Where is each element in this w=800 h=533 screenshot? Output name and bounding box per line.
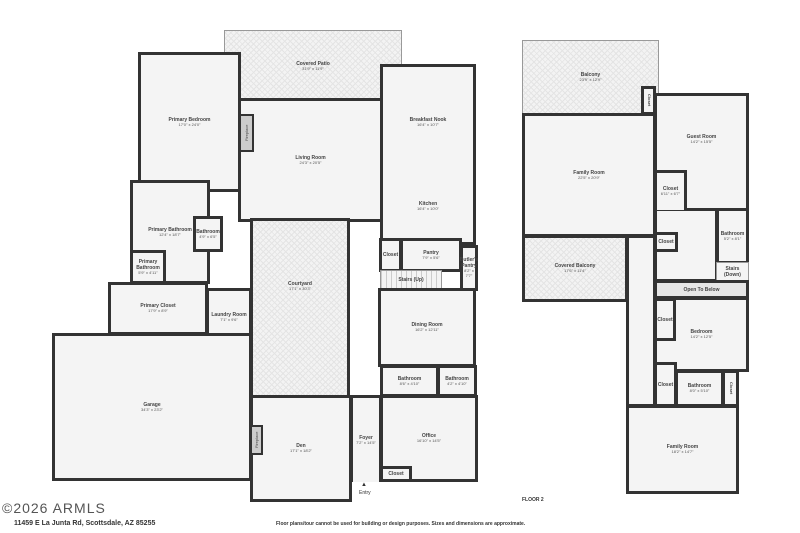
- room: Closet: [654, 232, 678, 252]
- room: Closet: [654, 362, 677, 407]
- hallway: [626, 235, 656, 407]
- entry-label: Entry: [359, 490, 371, 496]
- fireplace: Fireplace: [250, 425, 263, 455]
- room: Closet: [379, 238, 402, 272]
- fireplace: Fireplace: [239, 114, 254, 152]
- floor-label: FLOOR 2: [522, 497, 544, 503]
- stairs-down: Stairs (Down): [716, 262, 749, 281]
- logo: ©2026 ARMLS: [2, 500, 106, 516]
- room: Closet: [722, 370, 739, 407]
- room: Closet: [654, 298, 676, 341]
- room: Closet: [380, 466, 412, 482]
- address: 11459 E La Junta Rd, Scottsdale, AZ 8525…: [14, 520, 156, 527]
- entry-arrow-icon: ▲: [361, 482, 367, 488]
- disclaimer: Floor plans/tour cannot be used for buil…: [276, 521, 526, 527]
- stairs-up: Stairs (Up): [380, 270, 442, 290]
